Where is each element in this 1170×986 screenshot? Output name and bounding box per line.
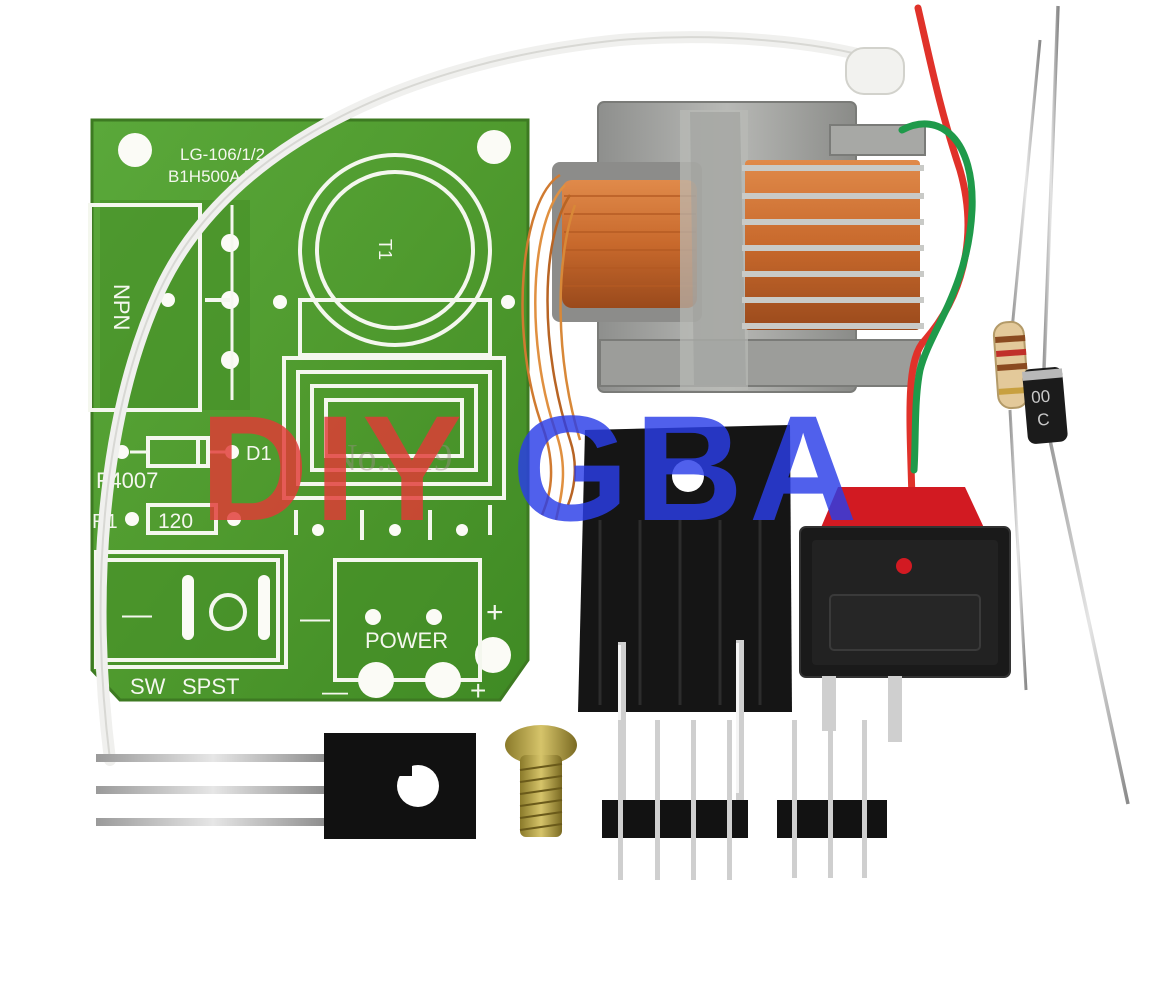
pcb-label-power-minus: — (300, 602, 330, 635)
diode-label-line1: 00 (1030, 387, 1051, 408)
rocker-switch (799, 487, 1011, 742)
pcb-label-switch-minus: — (122, 598, 152, 631)
pin-header-3 (777, 720, 887, 878)
pcb-label-power-plus-bottom: + (470, 675, 486, 706)
pcb-model-line1: LG-106/1/2 (180, 145, 265, 164)
mounting-hole (118, 133, 152, 167)
pcb-label-power-minus-bottom: — (322, 676, 348, 706)
pin-header-4 (602, 720, 748, 880)
pcb-label-resistor-value: 120 (158, 510, 193, 533)
pcb-label-power-plus: + (486, 596, 504, 629)
pcb-label-power: POWER (365, 628, 448, 653)
pcb-label-spst: SPST (182, 674, 239, 699)
pcb-board: LG-106/1/2 B1H500AA T1 NPN D1 F4007 (88, 118, 530, 706)
pcb-model-line2: B1H500AA (168, 167, 253, 186)
high-voltage-transformer (521, 4, 976, 521)
transistor (96, 733, 476, 839)
diode-label-line2: C (1036, 410, 1050, 430)
screw (505, 725, 577, 837)
watermark-blue: GBA (512, 384, 863, 552)
pcb-label-sw: SW (130, 674, 166, 699)
pcb-label-t1: T1 (375, 239, 395, 260)
watermark: No.3 19 DIY GBA (200, 384, 863, 552)
watermark-red: DIY (200, 384, 468, 552)
diode-component: 00 C (1022, 5, 1130, 805)
mounting-hole (475, 637, 511, 673)
mounting-hole (477, 130, 511, 164)
pcb-label-npn: NPN (109, 284, 134, 330)
cable-tie (94, 31, 905, 766)
pcb-label-d1: D1 (246, 443, 272, 465)
resistor-component (992, 39, 1042, 691)
watermark-fine-print: No.3 19 (330, 437, 452, 479)
